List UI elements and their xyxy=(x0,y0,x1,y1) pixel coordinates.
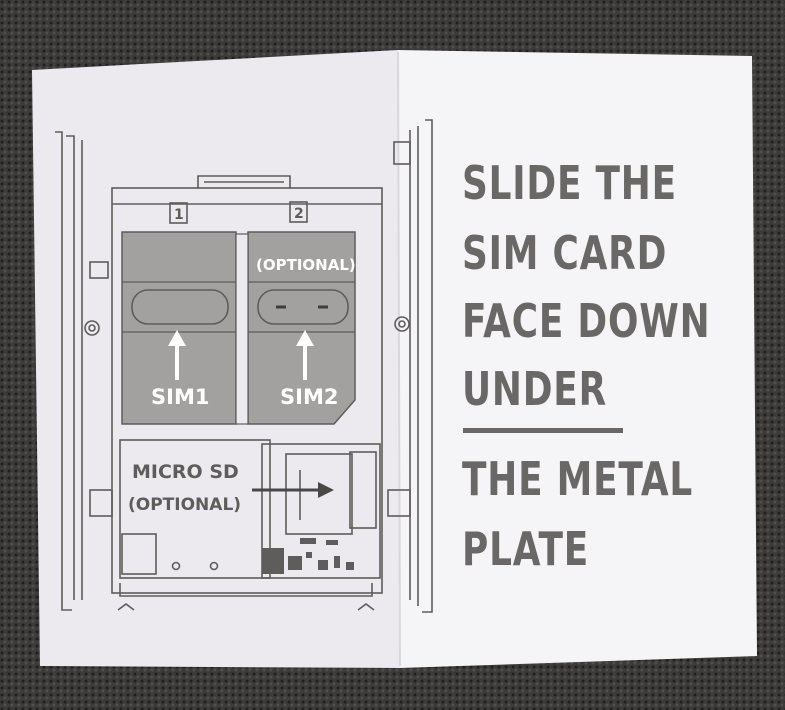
circuit-detail xyxy=(262,538,354,574)
sim2-optional-label: (OPTIONAL) xyxy=(256,256,356,274)
instruction-line-4: UNDER xyxy=(462,362,607,416)
slot1-number: 1 xyxy=(174,207,184,223)
left-rail-outer xyxy=(55,131,72,611)
tray-handle xyxy=(197,175,291,188)
paper-right-panel xyxy=(398,50,757,668)
sim2-arrow-icon xyxy=(296,330,314,380)
right-screw xyxy=(394,316,410,332)
instruction-line-6: PLATE xyxy=(462,522,590,576)
paper-fold xyxy=(397,51,401,667)
instruction-line-2: SIM CARD xyxy=(462,226,668,280)
slot2-box xyxy=(289,201,308,223)
sim1-arrow-icon xyxy=(168,330,186,380)
instruction-line-1: SLIDE THE xyxy=(462,156,677,210)
instruction-line-5: THE METAL xyxy=(462,452,694,506)
divider-line xyxy=(463,428,623,433)
microsd-label: MICRO SD xyxy=(132,461,239,483)
slot2-number: 2 xyxy=(294,206,304,222)
sim2-label: SIM2 xyxy=(280,385,338,409)
slot1-box xyxy=(169,202,188,224)
sim1-slot xyxy=(121,231,237,425)
tray-outline xyxy=(111,187,383,594)
microsd-arrow-icon xyxy=(252,482,334,498)
sim1-label: SIM1 xyxy=(151,385,209,409)
left-screw xyxy=(84,320,100,336)
left-rail-inner xyxy=(66,135,75,600)
right-rail-outer xyxy=(422,119,433,613)
microsd-optional-label: (OPTIONAL) xyxy=(128,495,241,515)
instruction-line-3: FACE DOWN xyxy=(462,294,711,348)
microsd-frame xyxy=(119,439,271,579)
